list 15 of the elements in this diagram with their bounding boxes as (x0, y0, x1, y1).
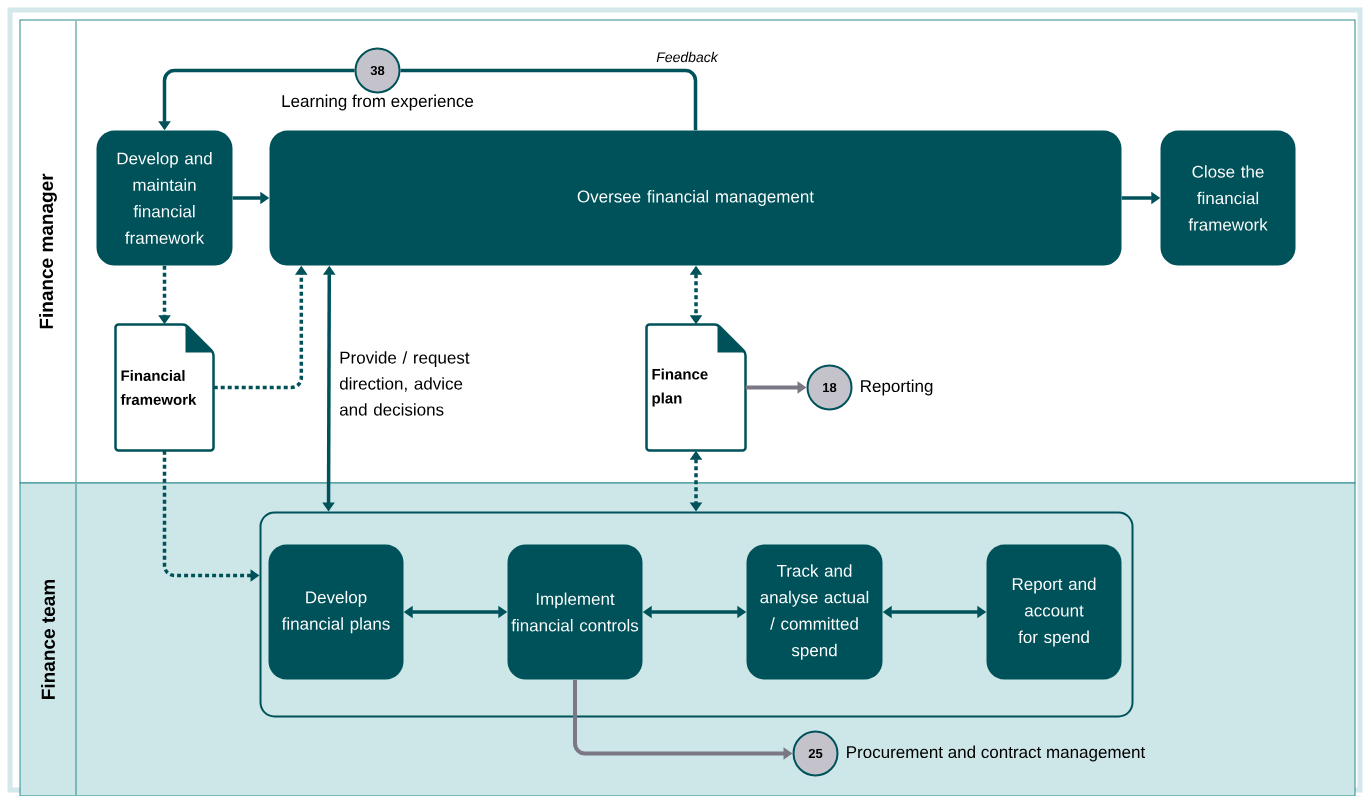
process-box: Track and analyse actual / committed spend (746, 544, 883, 680)
lane-label: Finance manager (39, 173, 57, 329)
group-box (259, 511, 1134, 718)
step-label: Reporting (861, 379, 933, 396)
process-box: Develop and maintain financial framework (96, 130, 233, 266)
process-box: Develop financial plans (268, 544, 404, 680)
lane-label: Finance team (41, 580, 55, 699)
edge-label: Provide / request direction, advice and decisions (339, 351, 470, 416)
process-box: Implement financial controls (507, 544, 643, 680)
process-box: Report and account for spend (986, 544, 1122, 680)
step-label: Procurement and contract management (847, 745, 1146, 762)
edge-label: Feedback (656, 51, 719, 63)
step-label: Learning from experience (282, 94, 474, 111)
process-box: Close the financial framework (1160, 130, 1296, 266)
process-box: Oversee financial management (269, 130, 1122, 266)
